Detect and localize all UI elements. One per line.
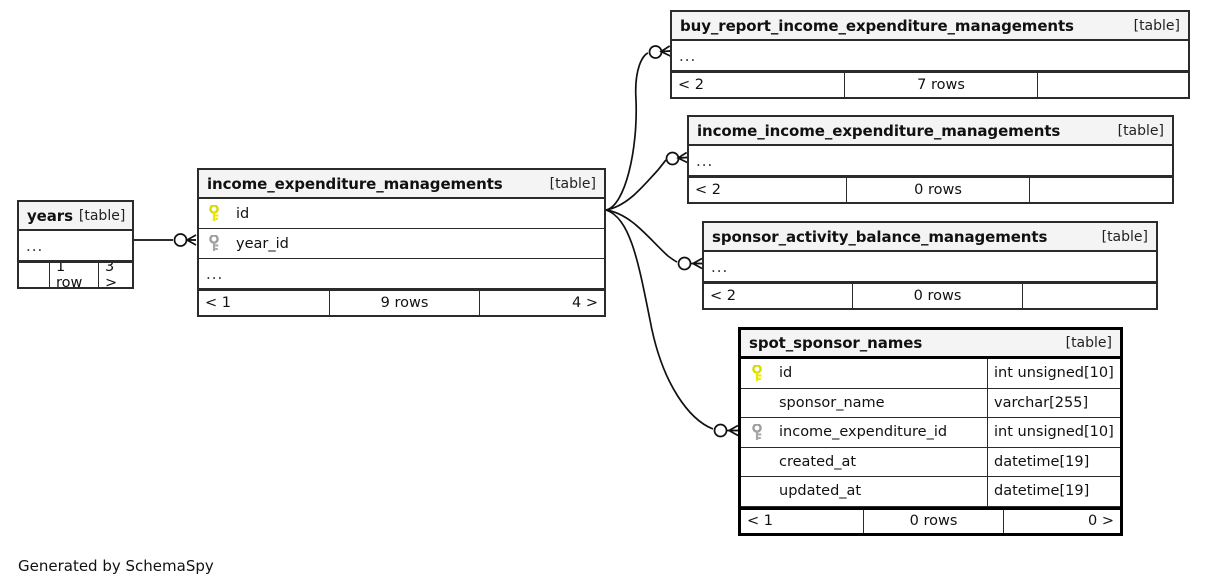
column-label: id <box>236 205 250 222</box>
table-header-sponsor-activity-balance-managements: sponsor_activity_balance_managements [ta… <box>704 223 1156 252</box>
table-header-spot-sponsor-names: spot_sponsor_names [table] <box>741 330 1120 359</box>
table-title: income_income_expenditure_managements <box>697 121 1061 140</box>
column-name-cell: updated_at <box>741 483 987 500</box>
table-footer-buy-report-income-expenditure-managements: < 2 7 rows <box>672 71 1188 97</box>
column-name-cell: sponsor_name <box>741 394 987 411</box>
table-row[interactable]: income_expenditure_id int unsigned[10] <box>741 418 1120 448</box>
footer-row-count: 0 rows <box>846 178 1029 202</box>
table-header-income-expenditure-managements: income_expenditure_managements [table] <box>199 170 604 199</box>
table-header-income-income-expenditure-managements: income_income_expenditure_managements [t… <box>689 117 1172 146</box>
table-row[interactable]: sponsor_name varchar[255] <box>741 388 1120 418</box>
table-title: sponsor_activity_balance_managements <box>712 227 1048 246</box>
edge-iem-to-buy-report <box>605 45 671 211</box>
foreign-key-icon <box>207 235 221 252</box>
table-kind-label: [table] <box>1117 122 1164 139</box>
column-label: sponsor_name <box>779 394 885 411</box>
table-row[interactable]: updated_at datetime[19] <box>741 477 1120 507</box>
foreign-key-icon <box>750 423 764 441</box>
table-footer-income-expenditure-managements: < 1 9 rows 4 > <box>199 289 604 315</box>
footer-child-count: 4 > <box>479 291 604 315</box>
table-kind-label: [table] <box>549 175 596 192</box>
footer-child-count: 3 > <box>98 263 132 287</box>
table-node-years[interactable]: years [table] ... 1 row 3 > <box>17 200 134 289</box>
footer-row-count: 1 row <box>49 263 98 287</box>
table-node-spot-sponsor-names[interactable]: spot_sponsor_names [table] id int unsign… <box>738 327 1123 536</box>
table-footer-sponsor-activity-balance-managements: < 2 0 rows <box>704 282 1156 308</box>
footer-child-count: 0 > <box>1003 509 1120 533</box>
column-name-cell: created_at <box>741 453 987 470</box>
footer-parent-count: < 2 <box>710 288 736 304</box>
column-label: year_id <box>236 235 289 252</box>
table-footer-spot-sponsor-names: < 1 0 rows 0 > <box>741 506 1120 533</box>
table-row[interactable]: year_id <box>199 229 604 259</box>
table-title: buy_report_income_expenditure_management… <box>680 16 1074 35</box>
column-label: income_expenditure_id <box>779 424 948 441</box>
column-type: datetime[19] <box>987 477 1120 506</box>
table-header-years: years [table] <box>19 202 132 231</box>
table-columns-ellipsis: ... <box>704 252 1156 282</box>
edge-iem-to-sponsor-activity-balance <box>605 209 703 271</box>
column-label: id <box>779 365 793 382</box>
footer-row-count: 9 rows <box>329 291 479 315</box>
column-type: datetime[19] <box>987 447 1120 476</box>
table-title: years <box>27 206 73 225</box>
table-columns-ellipsis: ... <box>19 231 132 261</box>
column-type: int unsigned[10] <box>987 359 1120 388</box>
table-footer-income-income-expenditure-managements: < 2 0 rows <box>689 176 1172 202</box>
table-columns-ellipsis: ... <box>672 41 1188 71</box>
column-name-cell: id <box>199 205 604 222</box>
table-header-buy-report-income-expenditure-managements: buy_report_income_expenditure_management… <box>672 12 1188 41</box>
column-name-cell: year_id <box>199 235 604 252</box>
table-footer-years: 1 row 3 > <box>19 261 132 287</box>
table-title: income_expenditure_managements <box>207 174 503 193</box>
table-title: spot_sponsor_names <box>749 334 923 352</box>
table-kind-label: [table] <box>78 207 126 224</box>
column-name-cell: income_expenditure_id <box>741 423 987 441</box>
footer-child-count <box>1037 73 1188 97</box>
table-row[interactable]: id <box>199 199 604 229</box>
table-node-income-income-expenditure-managements[interactable]: income_income_expenditure_managements [t… <box>687 115 1174 204</box>
generated-by-credit: Generated by SchemaSpy <box>18 557 214 575</box>
table-row[interactable]: created_at datetime[19] <box>741 447 1120 477</box>
footer-parent-count: < 1 <box>747 513 773 529</box>
edge-years-to-income-expenditure-managements <box>134 233 197 247</box>
table-kind-label: [table] <box>1065 335 1112 351</box>
footer-child-count <box>1029 178 1172 202</box>
footer-row-count: 0 rows <box>863 509 1003 533</box>
column-type: varchar[255] <box>987 388 1120 417</box>
table-columns-ellipsis: ... <box>199 259 604 289</box>
footer-parent-count: < 2 <box>695 182 721 198</box>
footer-child-count <box>1022 284 1156 308</box>
footer-row-count: 7 rows <box>844 73 1037 97</box>
column-label: created_at <box>779 453 857 470</box>
table-node-sponsor-activity-balance-managements[interactable]: sponsor_activity_balance_managements [ta… <box>702 221 1158 310</box>
table-node-buy-report-income-expenditure-managements[interactable]: buy_report_income_expenditure_management… <box>670 10 1190 99</box>
edge-iem-to-income-income <box>605 151 688 211</box>
footer-parent-count <box>19 263 49 287</box>
primary-key-icon <box>207 205 221 222</box>
table-kind-label: [table] <box>1101 228 1148 245</box>
column-type: int unsigned[10] <box>987 418 1120 447</box>
table-node-income-expenditure-managements[interactable]: income_expenditure_managements [table] i… <box>197 168 606 317</box>
footer-row-count: 0 rows <box>852 284 1022 308</box>
table-columns-ellipsis: ... <box>689 146 1172 176</box>
column-name-cell: id <box>741 364 987 382</box>
primary-key-icon <box>750 364 764 382</box>
table-kind-label: [table] <box>1133 17 1180 34</box>
column-label: updated_at <box>779 483 862 500</box>
footer-parent-count: < 1 <box>205 295 231 311</box>
table-row[interactable]: id int unsigned[10] <box>741 359 1120 389</box>
footer-parent-count: < 2 <box>678 77 704 93</box>
